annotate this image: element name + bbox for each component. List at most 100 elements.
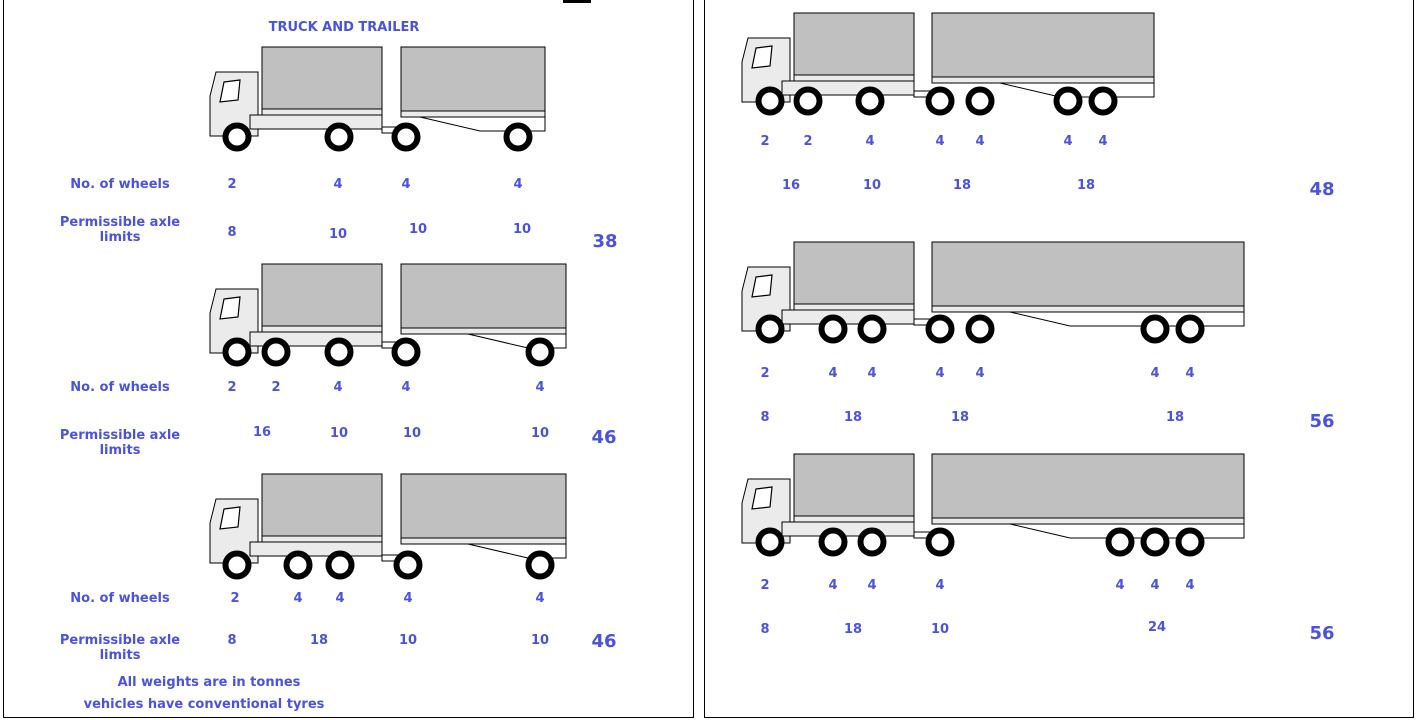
axle-limit: 10: [329, 227, 347, 242]
wheel-count: 4: [1115, 578, 1124, 593]
axle-limit: 10: [403, 426, 421, 441]
truck-body: [262, 474, 382, 536]
wheel: [1092, 90, 1115, 113]
axle-limit: 10: [531, 426, 549, 441]
wheel: [226, 126, 249, 149]
wheel-count: 4: [535, 380, 544, 395]
truck-body: [794, 454, 914, 516]
wheel-count: 2: [760, 366, 769, 381]
wheel: [759, 90, 782, 113]
axle-limit: 10: [863, 178, 881, 193]
wheel: [328, 126, 351, 149]
wheel-count: 4: [867, 366, 876, 381]
wheels-label: No. of wheels: [70, 177, 169, 192]
truck-deck: [262, 109, 382, 115]
wheel: [1144, 531, 1167, 554]
wheel-count: 2: [230, 591, 239, 606]
wheel-count: 4: [293, 591, 302, 606]
wheel: [1179, 318, 1202, 341]
axle-limit: 8: [760, 622, 769, 637]
wheel: [969, 318, 992, 341]
trailer-deck: [932, 518, 1244, 524]
axle-limit: 18: [951, 410, 969, 425]
wheel-count: 4: [333, 177, 342, 192]
truck-body: [794, 242, 914, 304]
axle-limit: 24: [1148, 620, 1166, 635]
truck-deck: [794, 304, 914, 310]
wheel-count: 4: [1063, 134, 1072, 149]
trailer-body: [932, 242, 1244, 306]
wheel-count: 4: [1098, 134, 1107, 149]
trailer-body: [932, 13, 1154, 77]
wheel-count: 4: [535, 591, 544, 606]
wheel-count: 4: [828, 578, 837, 593]
wheel-count: 4: [828, 366, 837, 381]
wheel: [759, 318, 782, 341]
axle-limits-label: Permissible axle limits: [45, 428, 195, 458]
wheel-count: 4: [1150, 366, 1159, 381]
wheel: [797, 90, 820, 113]
truck-body: [262, 264, 382, 326]
axle-limit: 10: [399, 633, 417, 648]
wheel: [929, 531, 952, 554]
wheel-count: 4: [935, 578, 944, 593]
truck-chassis: [250, 542, 382, 556]
axle-limit: 10: [330, 426, 348, 441]
wheel-count: 2: [271, 380, 280, 395]
wheel: [861, 531, 884, 554]
axle-limit: 18: [844, 410, 862, 425]
axle-limit: 18: [1077, 178, 1095, 193]
wheel-count: 4: [1150, 578, 1159, 593]
truck-body: [794, 13, 914, 75]
wheel: [1179, 531, 1202, 554]
axle-limit: 8: [227, 633, 236, 648]
wheel-count: 2: [760, 578, 769, 593]
wheel-count: 4: [975, 366, 984, 381]
truck-body: [262, 47, 382, 109]
wheel: [328, 341, 351, 364]
wheel-count: 4: [1185, 366, 1194, 381]
axle-limit: 10: [531, 633, 549, 648]
wheel: [822, 318, 845, 341]
diagram-title: TRUCK AND TRAILER: [269, 20, 420, 35]
truck-chassis: [250, 115, 382, 129]
wheel-count: 2: [803, 134, 812, 149]
wheel: [929, 90, 952, 113]
axle-limit: 10: [931, 622, 949, 637]
axle-limit: 10: [409, 222, 427, 237]
wheels-label: No. of wheels: [70, 591, 169, 606]
axle-limit: 18: [953, 178, 971, 193]
total-weight: 46: [591, 428, 616, 448]
trailer-deck: [932, 77, 1154, 83]
wheels-label: No. of wheels: [70, 380, 169, 395]
truck-chassis: [782, 522, 914, 536]
footnote-tyres: vehicles have conventional tyres: [84, 697, 325, 712]
truck-deck: [794, 75, 914, 81]
truck-deck: [794, 516, 914, 522]
wheel: [395, 126, 418, 149]
axle-limit: 10: [513, 222, 531, 237]
wheel: [529, 341, 552, 364]
wheel-count: 4: [403, 591, 412, 606]
wheel: [861, 318, 884, 341]
wheel: [859, 90, 882, 113]
axle-limit: 8: [227, 225, 236, 240]
total-weight: 38: [592, 232, 617, 252]
wheel: [822, 531, 845, 554]
wheel-count: 4: [333, 380, 342, 395]
wheel: [226, 554, 249, 577]
wheel-count: 4: [401, 177, 410, 192]
wheel: [265, 341, 288, 364]
axle-limit: 18: [1166, 410, 1184, 425]
wheel-count: 4: [935, 366, 944, 381]
wheel: [969, 90, 992, 113]
trailer-deck: [401, 538, 566, 544]
total-weight: 48: [1309, 180, 1334, 200]
axle-limit: 16: [782, 178, 800, 193]
trailer-body: [401, 264, 566, 328]
trailer-chassis: [932, 83, 1154, 97]
axle-limits-label: Permissible axle limits: [45, 633, 195, 663]
truck-chassis: [782, 310, 914, 324]
trailer-deck: [401, 111, 545, 117]
